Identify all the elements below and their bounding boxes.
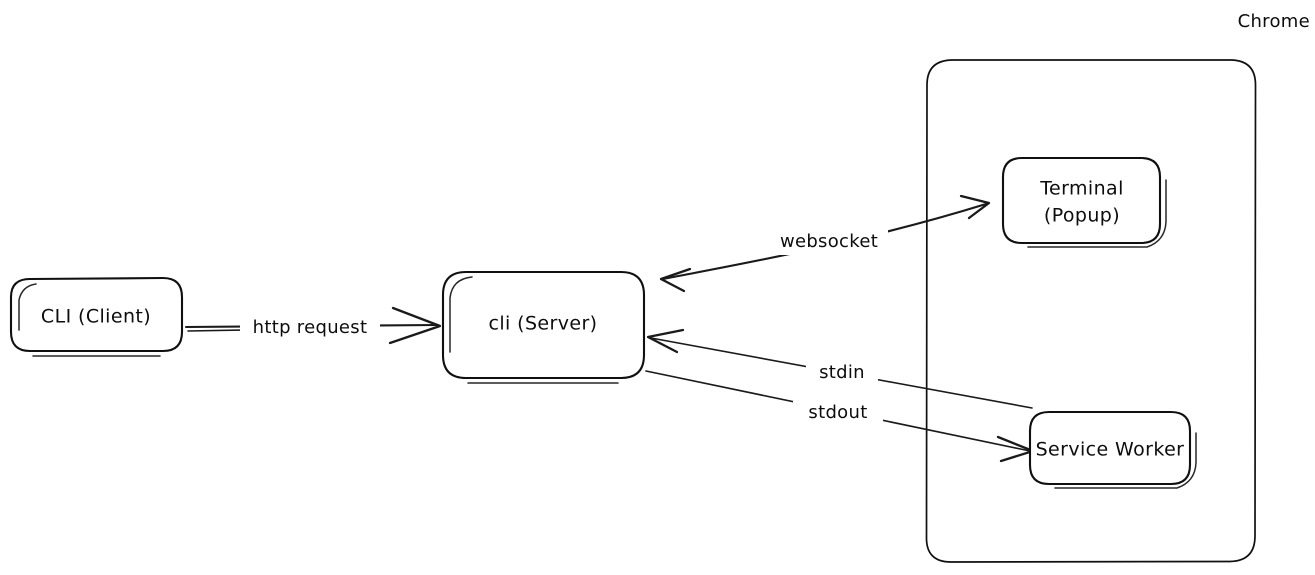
edge-stdout[interactable]: stdout [645, 370, 1035, 463]
node-cli-client-label: CLI (Client) [41, 306, 151, 328]
node-service-worker[interactable]: Service Worker [1028, 410, 1197, 489]
chrome-container-label: Chrome [1238, 11, 1310, 32]
node-service-worker-outline [1028, 410, 1192, 486]
node-terminal-popup-sketch-stroke [1027, 179, 1167, 248]
node-terminal-popup[interactable]: Terminal (Popup) [1001, 156, 1167, 248]
edge-stdin-label-bg [806, 361, 878, 386]
edge-stdin[interactable]: stdin [646, 328, 1033, 409]
node-cli-client-sketch-stroke [18, 283, 37, 331]
edge-websocket-arrowhead-right [959, 194, 991, 220]
edge-stdout-label-bg [793, 401, 883, 426]
edge-websocket[interactable]: websocket [659, 194, 991, 293]
node-terminal-popup-label-line2: (Popup) [1044, 205, 1120, 227]
edge-stdin-arrowhead [646, 328, 685, 354]
node-terminal-popup-outline [1001, 156, 1162, 245]
node-cli-server-label: cli (Server) [489, 313, 598, 335]
node-terminal-popup-label-line1: Terminal [1039, 178, 1124, 200]
edge-websocket-label: websocket [780, 231, 878, 252]
node-cli-server[interactable]: cli (Server) [441, 270, 646, 384]
chrome-container-outline [925, 59, 1257, 563]
edge-websocket-label-bg [770, 228, 888, 255]
group-chrome-container[interactable] [925, 59, 1257, 563]
node-cli-server-outline [441, 270, 646, 380]
edge-http-request[interactable]: http request [184, 306, 442, 345]
node-service-worker-sketch-stroke [1054, 432, 1197, 489]
edge-http-request-arrowhead [388, 306, 442, 345]
edge-stdin-label: stdin [819, 362, 865, 383]
edge-http-request-label: http request [253, 317, 368, 338]
edge-http-request-label-bg [240, 314, 380, 341]
node-service-worker-label: Service Worker [1036, 439, 1185, 461]
edge-websocket-arrowhead-left [659, 267, 692, 293]
node-cli-client-outline [9, 276, 184, 353]
node-cli-server-sketch-stroke [449, 276, 473, 353]
node-cli-client[interactable]: CLI (Client) [9, 276, 184, 357]
edge-stdout-label: stdout [808, 402, 867, 423]
